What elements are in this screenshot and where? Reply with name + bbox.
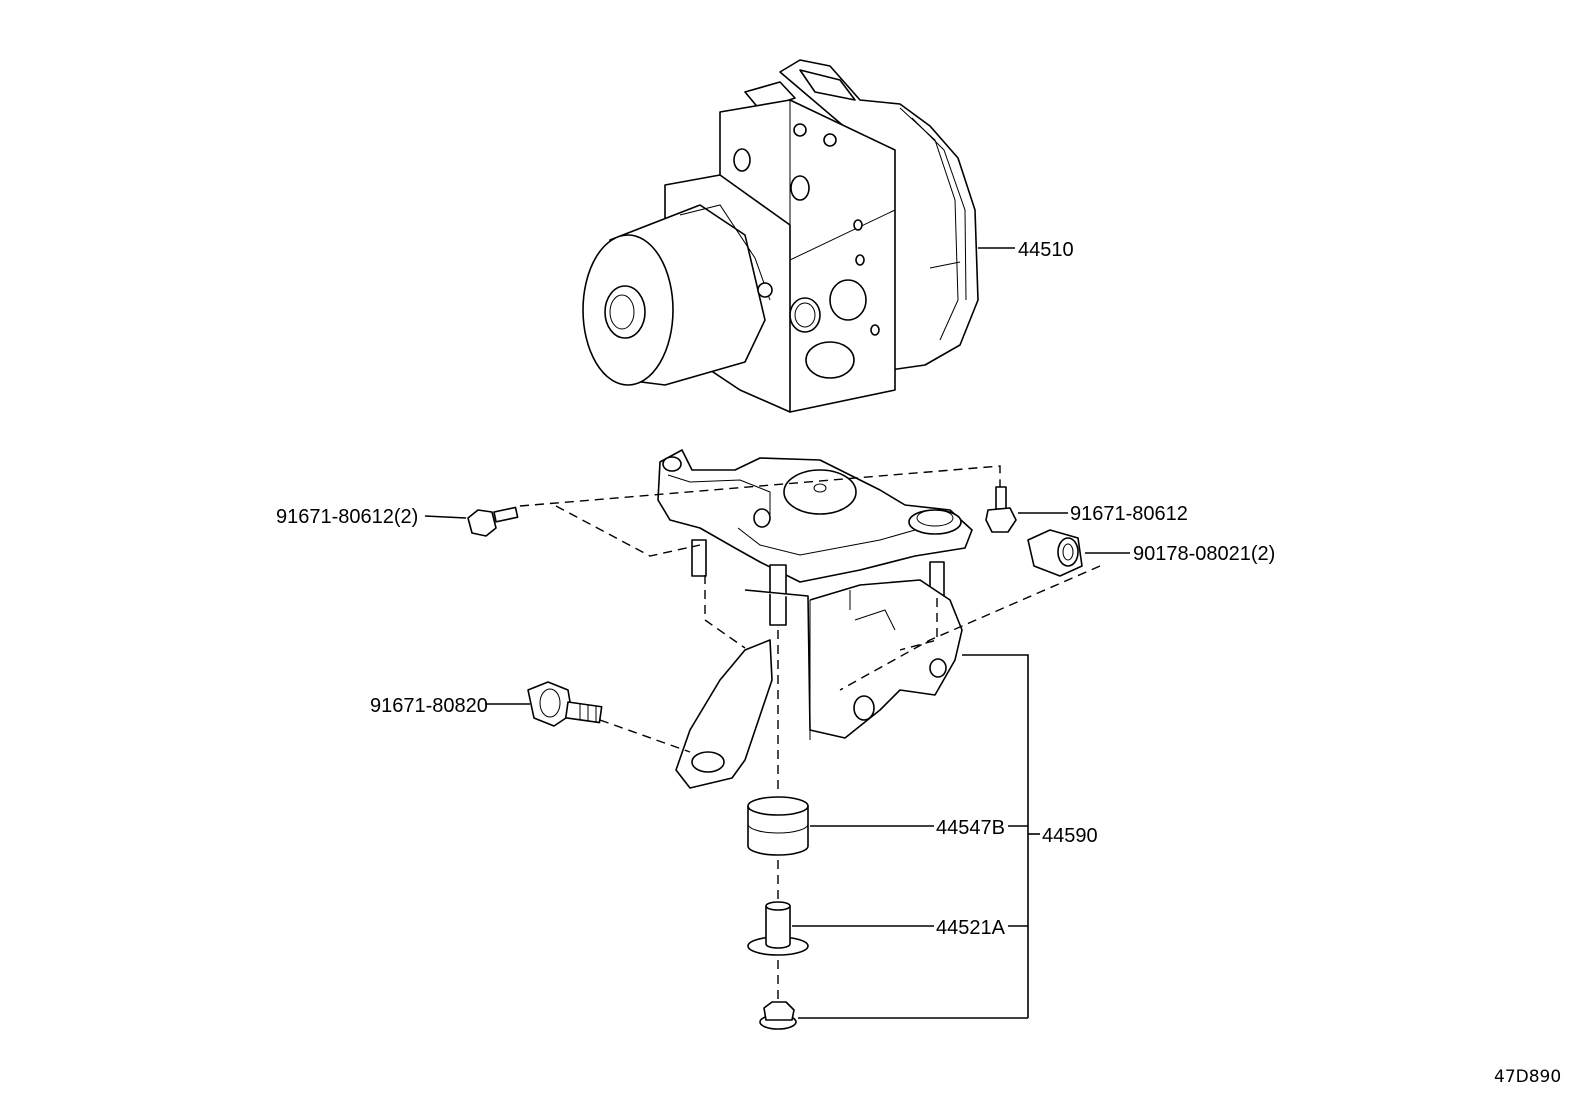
- leader-bolt-left: [424, 515, 467, 519]
- abs-bracket[interactable]: [657, 449, 973, 789]
- bolt-91671-80612-left[interactable]: [467, 506, 519, 537]
- label-44510: 44510: [1018, 239, 1074, 261]
- diagram-ref-code: 47D890: [1494, 1067, 1561, 1087]
- flange-nut[interactable]: [759, 1001, 797, 1030]
- leader-44590: [962, 654, 1040, 1018]
- abs-actuator-44510[interactable]: [582, 59, 979, 413]
- assembly-dashes: [519, 465, 1101, 1000]
- collar-44521A[interactable]: [747, 901, 809, 956]
- label-44521A: 44521A: [936, 917, 1006, 939]
- nut-90178-08021[interactable]: [1027, 529, 1083, 577]
- bolt-91671-80612-right[interactable]: [985, 486, 1017, 533]
- bolt-91671-80820[interactable]: [527, 681, 603, 727]
- label-44590: 44590: [1042, 825, 1098, 847]
- cushion-44547B[interactable]: [747, 796, 809, 856]
- label-nut: 90178-08021(2): [1133, 543, 1275, 565]
- label-bolt-right: 91671-80612: [1070, 503, 1188, 525]
- label-bolt-lower: 91671-80820: [370, 695, 488, 717]
- label-44547B: 44547B: [936, 817, 1005, 839]
- label-bolt-left: 91671-80612(2): [276, 506, 418, 528]
